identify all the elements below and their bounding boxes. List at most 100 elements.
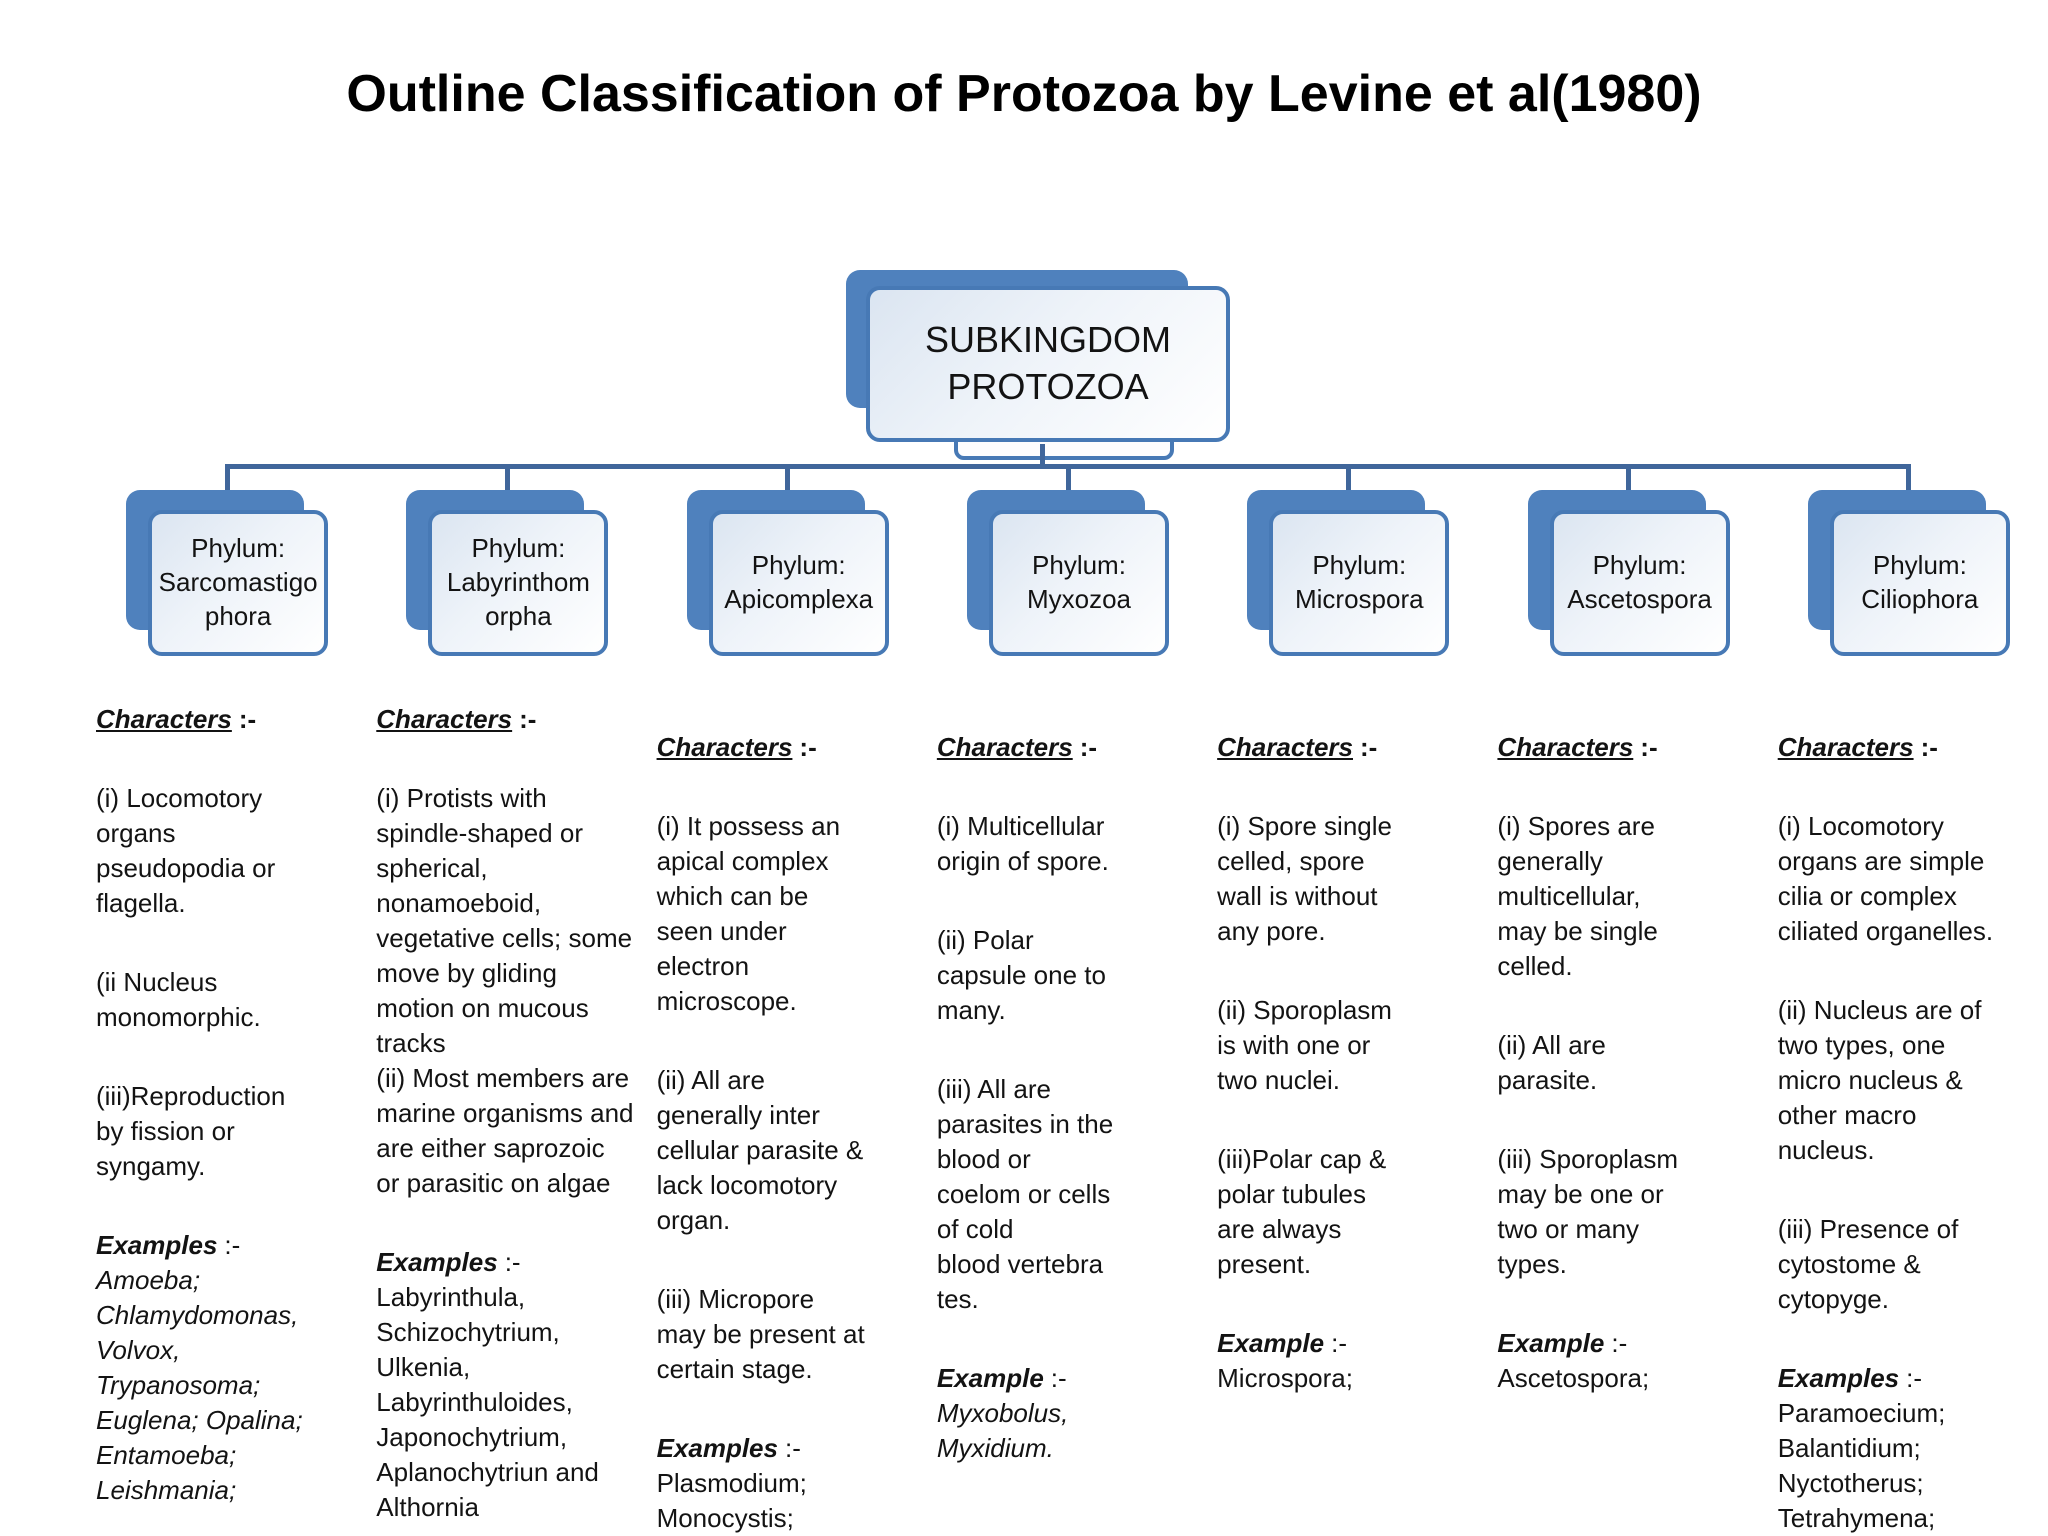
characters-heading-word: Characters (96, 704, 232, 734)
phylum-details: Characters:- (i) Spores are generally mu… (1497, 730, 1759, 1396)
phylum-label: Phylum: Sarcomastigo phora (158, 533, 318, 631)
character-item: (ii) Most members are marine organisms a… (376, 1063, 634, 1198)
characters-heading-word: Characters (376, 704, 513, 734)
phylum-details: Characters:- (i) It possess an apical co… (657, 730, 919, 1536)
connector-stub (1346, 464, 1351, 494)
phylum-node: Phylum: Labyrinthom orpha (406, 490, 609, 656)
phylum-node: Phylum: Myxozoa (966, 490, 1169, 656)
characters-heading: Characters:- (657, 730, 919, 765)
phylum-column-microspora: Phylum: Microspora Characters:- (i) Spor… (1217, 490, 1479, 1536)
character-item: (i) It possess an apical complex which c… (656, 811, 841, 1016)
characters-heading: Characters:- (937, 730, 1199, 765)
character-item: (iii)Polar cap & polar tubules are alway… (1217, 1144, 1387, 1279)
examples-heading: Examples:- (1778, 1361, 2040, 1396)
phylum-node: Phylum: Ciliophora (1807, 490, 2010, 656)
character-item: (i) Multicellular origin of spore. (936, 811, 1109, 876)
characters-heading-suffix: :- (1920, 732, 1938, 762)
character-item: (i) Protists with spindle-shaped or sphe… (376, 783, 633, 1058)
characters-heading: Characters:- (1778, 730, 2040, 765)
characters-heading-word: Characters (1217, 732, 1353, 762)
connector-root-stub (1040, 444, 1045, 468)
phylum-label: Phylum: Microspora (1294, 550, 1424, 614)
characters-heading: Characters:- (96, 702, 358, 737)
root-node-label: SUBKINGDOM PROTOZOA (924, 319, 1172, 407)
node-face: Phylum: Ascetospora (1549, 510, 1730, 656)
character-item: (i) Spores are generally multicellular, … (1497, 811, 1658, 981)
phylum-columns: Phylum: Sarcomastigo phora Characters:- … (0, 490, 2048, 1536)
phylum-column-sarcomastigophora: Phylum: Sarcomastigo phora Characters:- … (96, 490, 358, 1536)
character-item: (iii) Presence of cytostome & cytopyge. (1777, 1214, 1959, 1314)
character-item: (ii) All are generally inter cellular pa… (656, 1065, 864, 1235)
examples-heading-word: Examples (96, 1230, 218, 1260)
examples-list: Labyrinthula, Schizochytrium, Ulkenia, L… (376, 1282, 599, 1522)
phylum-node: Phylum: Microspora (1247, 490, 1450, 656)
examples-heading-suffix: :- (1050, 1363, 1067, 1393)
characters-heading: Characters:- (1217, 730, 1479, 765)
character-item: (ii) Nucleus are of two types, one micro… (1777, 995, 1982, 1165)
node-face: Phylum: Labyrinthom orpha (428, 510, 609, 656)
characters-heading-suffix: :- (1360, 732, 1378, 762)
examples-heading-suffix: :- (784, 1433, 801, 1463)
examples-heading: Examples:- (96, 1228, 358, 1263)
examples-list: Paramoecium; Balantidium; Nyctotherus; T… (1777, 1398, 1946, 1533)
character-item: (ii) Polar capsule one to many. (936, 925, 1106, 1025)
examples-heading-word: Examples (656, 1433, 778, 1463)
character-item: (i) Locomotory organs are simple cilia o… (1777, 811, 1994, 946)
character-item: (iii) Sporoplasm may be one or two or ma… (1497, 1144, 1679, 1279)
phylum-details: Characters:- (i) Multicellular origin of… (937, 730, 1199, 1466)
characters-heading-suffix: :- (238, 704, 257, 734)
examples-heading-word: Examples (1777, 1363, 1900, 1393)
examples-heading: Example:- (1497, 1326, 1759, 1361)
phylum-node: Phylum: Ascetospora (1527, 490, 1730, 656)
character-item: (iii) Micropore may be present at certai… (656, 1284, 865, 1384)
examples-heading-word: Example (1497, 1328, 1605, 1358)
phylum-column-ciliophora: Phylum: Ciliophora Characters:- (i) Loco… (1778, 490, 2040, 1536)
node-face: SUBKINGDOM PROTOZOA (866, 286, 1230, 442)
characters-heading: Characters:- (1497, 730, 1759, 765)
node-face: Phylum: Ciliophora (1829, 510, 2010, 656)
node-face: Phylum: Sarcomastigo phora (148, 510, 329, 656)
examples-list: Ascetospora; (1497, 1363, 1650, 1393)
character-item: (ii) Sporoplasm is with one or two nucle… (1217, 995, 1392, 1095)
characters-heading-word: Characters (656, 732, 793, 762)
characters-heading-word: Characters (1777, 732, 1914, 762)
examples-heading: Example:- (937, 1361, 1199, 1396)
phylum-details: Characters:- (i) Spore single celled, sp… (1217, 730, 1479, 1396)
connector-stub (1906, 464, 1911, 494)
node-face: Phylum: Microspora (1269, 510, 1450, 656)
phylum-column-myxozoa: Phylum: Myxozoa Characters:- (i) Multice… (937, 490, 1199, 1536)
character-item: (i) Spore single celled, spore wall is w… (1217, 811, 1392, 946)
phylum-details: Characters:- (i) Locomotory organs pseud… (96, 702, 358, 1508)
connector-stub (785, 464, 790, 494)
phylum-label: Phylum: Ciliophora (1861, 550, 1979, 614)
characters-heading-word: Characters (936, 732, 1073, 762)
connector-stub (1066, 464, 1071, 494)
characters-heading-suffix: :- (519, 704, 537, 734)
phylum-column-labyrinthomorpha: Phylum: Labyrinthom orpha Characters:- (… (376, 490, 638, 1536)
node-face: Phylum: Myxozoa (988, 510, 1169, 656)
examples-heading-suffix: :- (1331, 1328, 1347, 1358)
phylum-column-ascetospora: Phylum: Ascetospora Characters:- (i) Spo… (1497, 490, 1759, 1536)
characters-heading-suffix: :- (799, 732, 817, 762)
phylum-label: Phylum: Labyrinthom orpha (446, 533, 590, 631)
examples-heading: Example:- (1217, 1326, 1479, 1361)
phylum-details: Characters:- (i) Protists with spindle-s… (376, 702, 638, 1525)
examples-heading-suffix: :- (1906, 1363, 1922, 1393)
connector-stub (505, 464, 510, 494)
examples-heading-word: Example (936, 1363, 1044, 1393)
page-title: Outline Classification of Protozoa by Le… (346, 65, 1702, 123)
examples-heading-word: Examples (376, 1247, 498, 1277)
phylum-node: Phylum: Sarcomastigo phora (126, 490, 329, 656)
examples-list: Amoeba; Chlamydomonas, Volvox, Trypanoso… (96, 1265, 303, 1505)
examples-heading: Examples:- (376, 1245, 638, 1280)
character-item: (iii) All are parasites in the blood or … (936, 1074, 1114, 1314)
character-item: (ii Nucleus monomorphic. (96, 967, 261, 1032)
phylum-label: Phylum: Ascetospora (1567, 550, 1712, 614)
characters-heading-suffix: :- (1079, 732, 1098, 762)
phylum-label: Phylum: Apicomplexa (724, 550, 874, 614)
phylum-details: Characters:- (i) Locomotory organs are s… (1778, 730, 2040, 1536)
examples-heading-word: Example (1217, 1328, 1325, 1358)
characters-heading-word: Characters (1497, 732, 1634, 762)
connector-stub (1626, 464, 1631, 494)
